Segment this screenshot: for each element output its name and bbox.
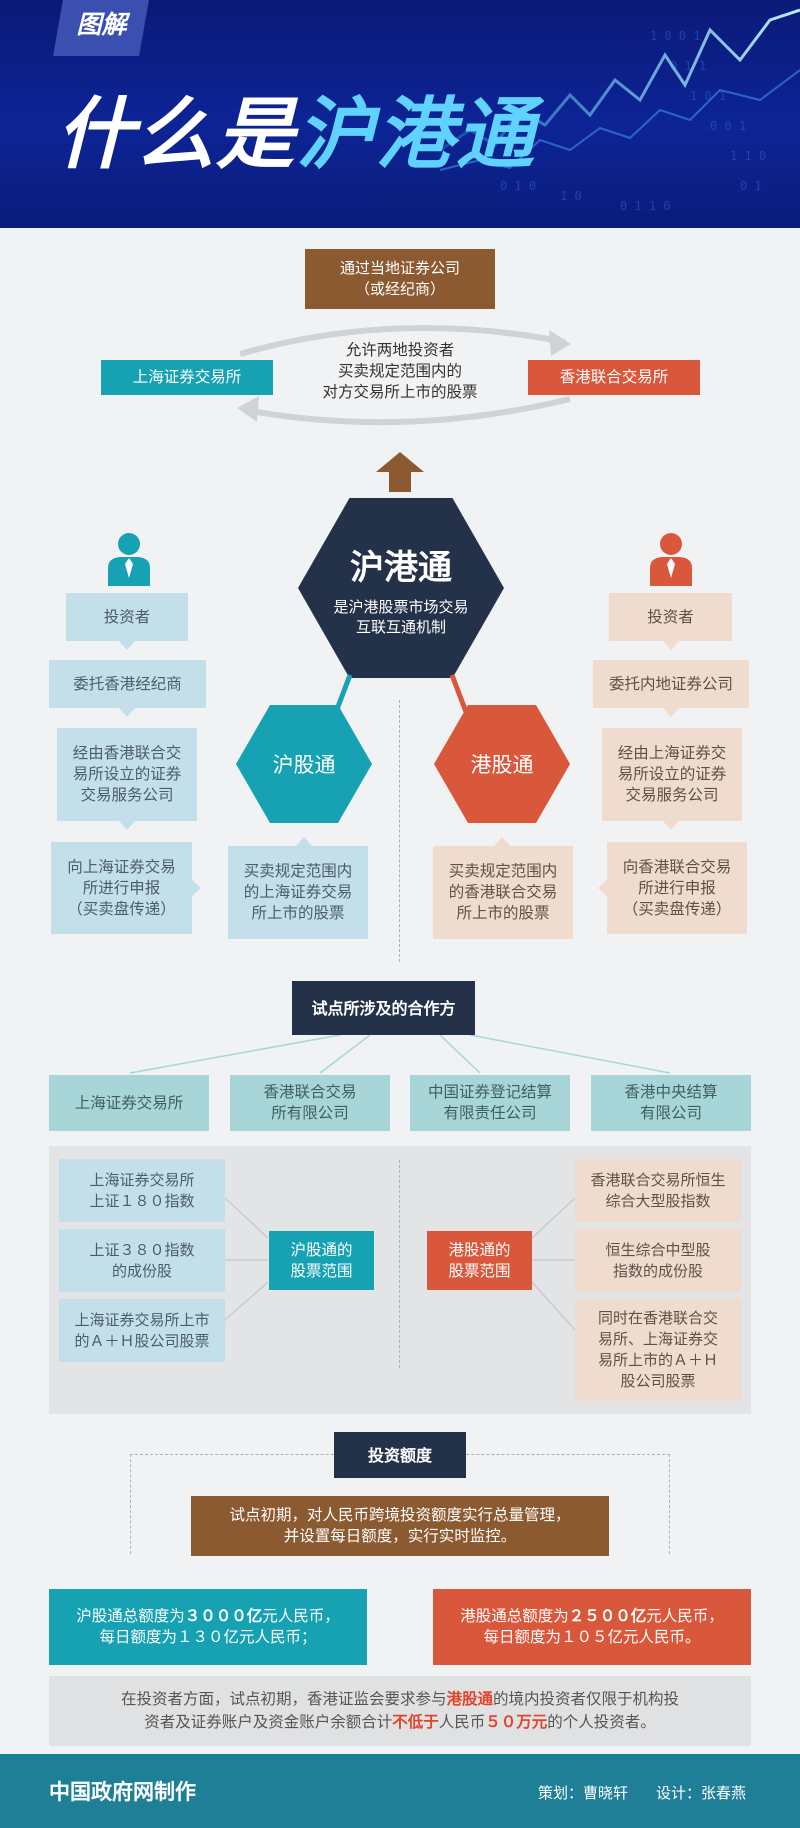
investor-note: 在投资者方面，试点初期，香港证监会要求参与港股通的境内投资者仅限于机构投 资者及… [49, 1676, 751, 1746]
footer-designer: 设计：张春燕 [656, 1784, 747, 1802]
svg-text:0 1: 0 1 [740, 179, 762, 193]
exchange-arrows [237, 325, 571, 426]
arrow-up-icon [296, 837, 312, 846]
page-title: 什么是沪港通 [56, 90, 537, 180]
svg-text:1 0: 1 0 [560, 189, 582, 203]
hk-scope-item-2: 恒生综合中型股 指数的成份股 [575, 1229, 741, 1292]
sh-scope-item-1: 上海证券交易所 上证１８０指数 [59, 1159, 225, 1222]
party-hkscc: 香港中央结算 有限公司 [591, 1075, 751, 1131]
svg-text:0 1 0: 0 1 0 [500, 179, 536, 193]
hk-scope-item-3: 同时在香港联合交 易所、上海证券交 易所上市的Ａ＋Ｈ 股公司股票 [575, 1299, 741, 1401]
header-badge: 图解 [53, 0, 149, 56]
shanghai-connect-title: 沪股通 [272, 753, 336, 777]
shanghai-connect-desc: 买卖规定范围内 的上海证券交易 所上市的股票 [228, 846, 368, 939]
arrow-up-icon [494, 837, 510, 846]
quota-desc: 试点初期，对人民币跨境投资额度实行总量管理， 并设置每日额度，实行实时监控。 [191, 1496, 609, 1556]
left-step3: 向上海证券交易 所进行申报 （买卖盘传递） [51, 842, 192, 934]
quota-title: 投资额度 [334, 1432, 466, 1478]
sh-scope-label: 沪股通的 股票范围 [269, 1231, 374, 1290]
hk-connect-title: 港股通 [470, 753, 534, 777]
core-title: 沪港通 [350, 547, 452, 588]
svg-text:1 0 0 1: 1 0 0 1 [650, 29, 701, 43]
right-step1: 委托内地证券公司 [593, 660, 749, 708]
footer-planner: 策划：曹晓轩 [538, 1784, 629, 1802]
hk-scope-label: 港股通的 股票范围 [427, 1231, 532, 1290]
broker-box: 通过当地证券公司 （或经纪商） [305, 249, 495, 309]
arrow-left-icon [598, 880, 607, 896]
svg-text:1 1 0: 1 1 0 [730, 149, 766, 163]
stock-chart-graphic: 1 0 0 10 1 11 0 1 0 0 11 1 00 1 0 1 1 01… [440, 8, 800, 213]
cooperation-title: 试点所涉及的合作方 [292, 981, 475, 1035]
scope-divider [399, 1160, 400, 1368]
scope-connectors [224, 1197, 576, 1331]
investor-icon-right [650, 533, 692, 586]
hkex-box: 香港联合交易所 [528, 360, 700, 395]
hk-scope-item-1: 香港联合交易所恒生 综合大型股指数 [575, 1159, 741, 1222]
core-subtitle: 是沪港股票市场交易 互联互通机制 [333, 597, 469, 636]
hk-connect-desc: 买卖规定范围内 的香港联合交易 所上市的股票 [433, 846, 573, 939]
svg-text:0 1 1 0: 0 1 1 0 [620, 199, 671, 213]
right-step3: 向香港联合交易 所进行申报 （买卖盘传递） [607, 842, 747, 934]
left-step1: 委托香港经纪商 [49, 660, 206, 708]
sh-scope-item-2: 上证３８０指数 的成份股 [59, 1229, 225, 1292]
left-investor: 投资者 [66, 593, 188, 641]
arrow-down-icon [119, 821, 135, 830]
sh-quota-box: 沪股通总额度为３０００亿元人民币， 每日额度为１３０亿元人民币； [49, 1589, 367, 1665]
arrow-down-icon [119, 708, 135, 717]
left-step2: 经由香港联合交 易所设立的证券 交易服务公司 [57, 728, 197, 821]
arrow-down-icon [663, 708, 679, 717]
arrow-down-icon [119, 641, 135, 650]
party-hkex: 香港联合交易 所有限公司 [230, 1075, 390, 1131]
arrow-right-icon [192, 880, 201, 896]
arrow-down-icon [663, 641, 679, 650]
allow-text: 允许两地投资者 买卖规定范围内的 对方交易所上市的股票 [322, 340, 478, 401]
investor-icon-left [108, 533, 150, 586]
sh-scope-item-3: 上海证券交易所上市 的Ａ＋Ｈ股公司股票 [59, 1299, 225, 1362]
right-investor: 投资者 [609, 593, 732, 641]
sse-box: 上海证券交易所 [101, 360, 273, 395]
arrow-down-icon [663, 821, 679, 830]
party-sse: 上海证券交易所 [49, 1075, 209, 1131]
shanghai-connect-hexagon: 沪股通 [236, 705, 372, 823]
party-chinaclear: 中国证券登记结算 有限责任公司 [410, 1075, 570, 1131]
svg-text:0 1 1: 0 1 1 [670, 59, 706, 73]
up-arrow-icon [376, 452, 424, 492]
hk-connect-hexagon: 港股通 [434, 705, 570, 823]
core-hexagon: 沪港通 是沪港股票市场交易 互联互通机制 [298, 498, 504, 678]
center-divider [399, 700, 400, 962]
right-step2: 经由上海证券交 易所设立的证券 交易服务公司 [602, 728, 742, 821]
footer: 中国政府网制作 策划：曹晓轩 设计：张春燕 [0, 1754, 800, 1828]
svg-text:0 0 1: 0 0 1 [710, 119, 746, 133]
hk-quota-box: 港股通总额度为２５００亿元人民币， 每日额度为１０５亿元人民币。 [433, 1589, 751, 1665]
cooperation-connectors [129, 1035, 671, 1074]
footer-maker: 中国政府网制作 [49, 1780, 196, 1804]
